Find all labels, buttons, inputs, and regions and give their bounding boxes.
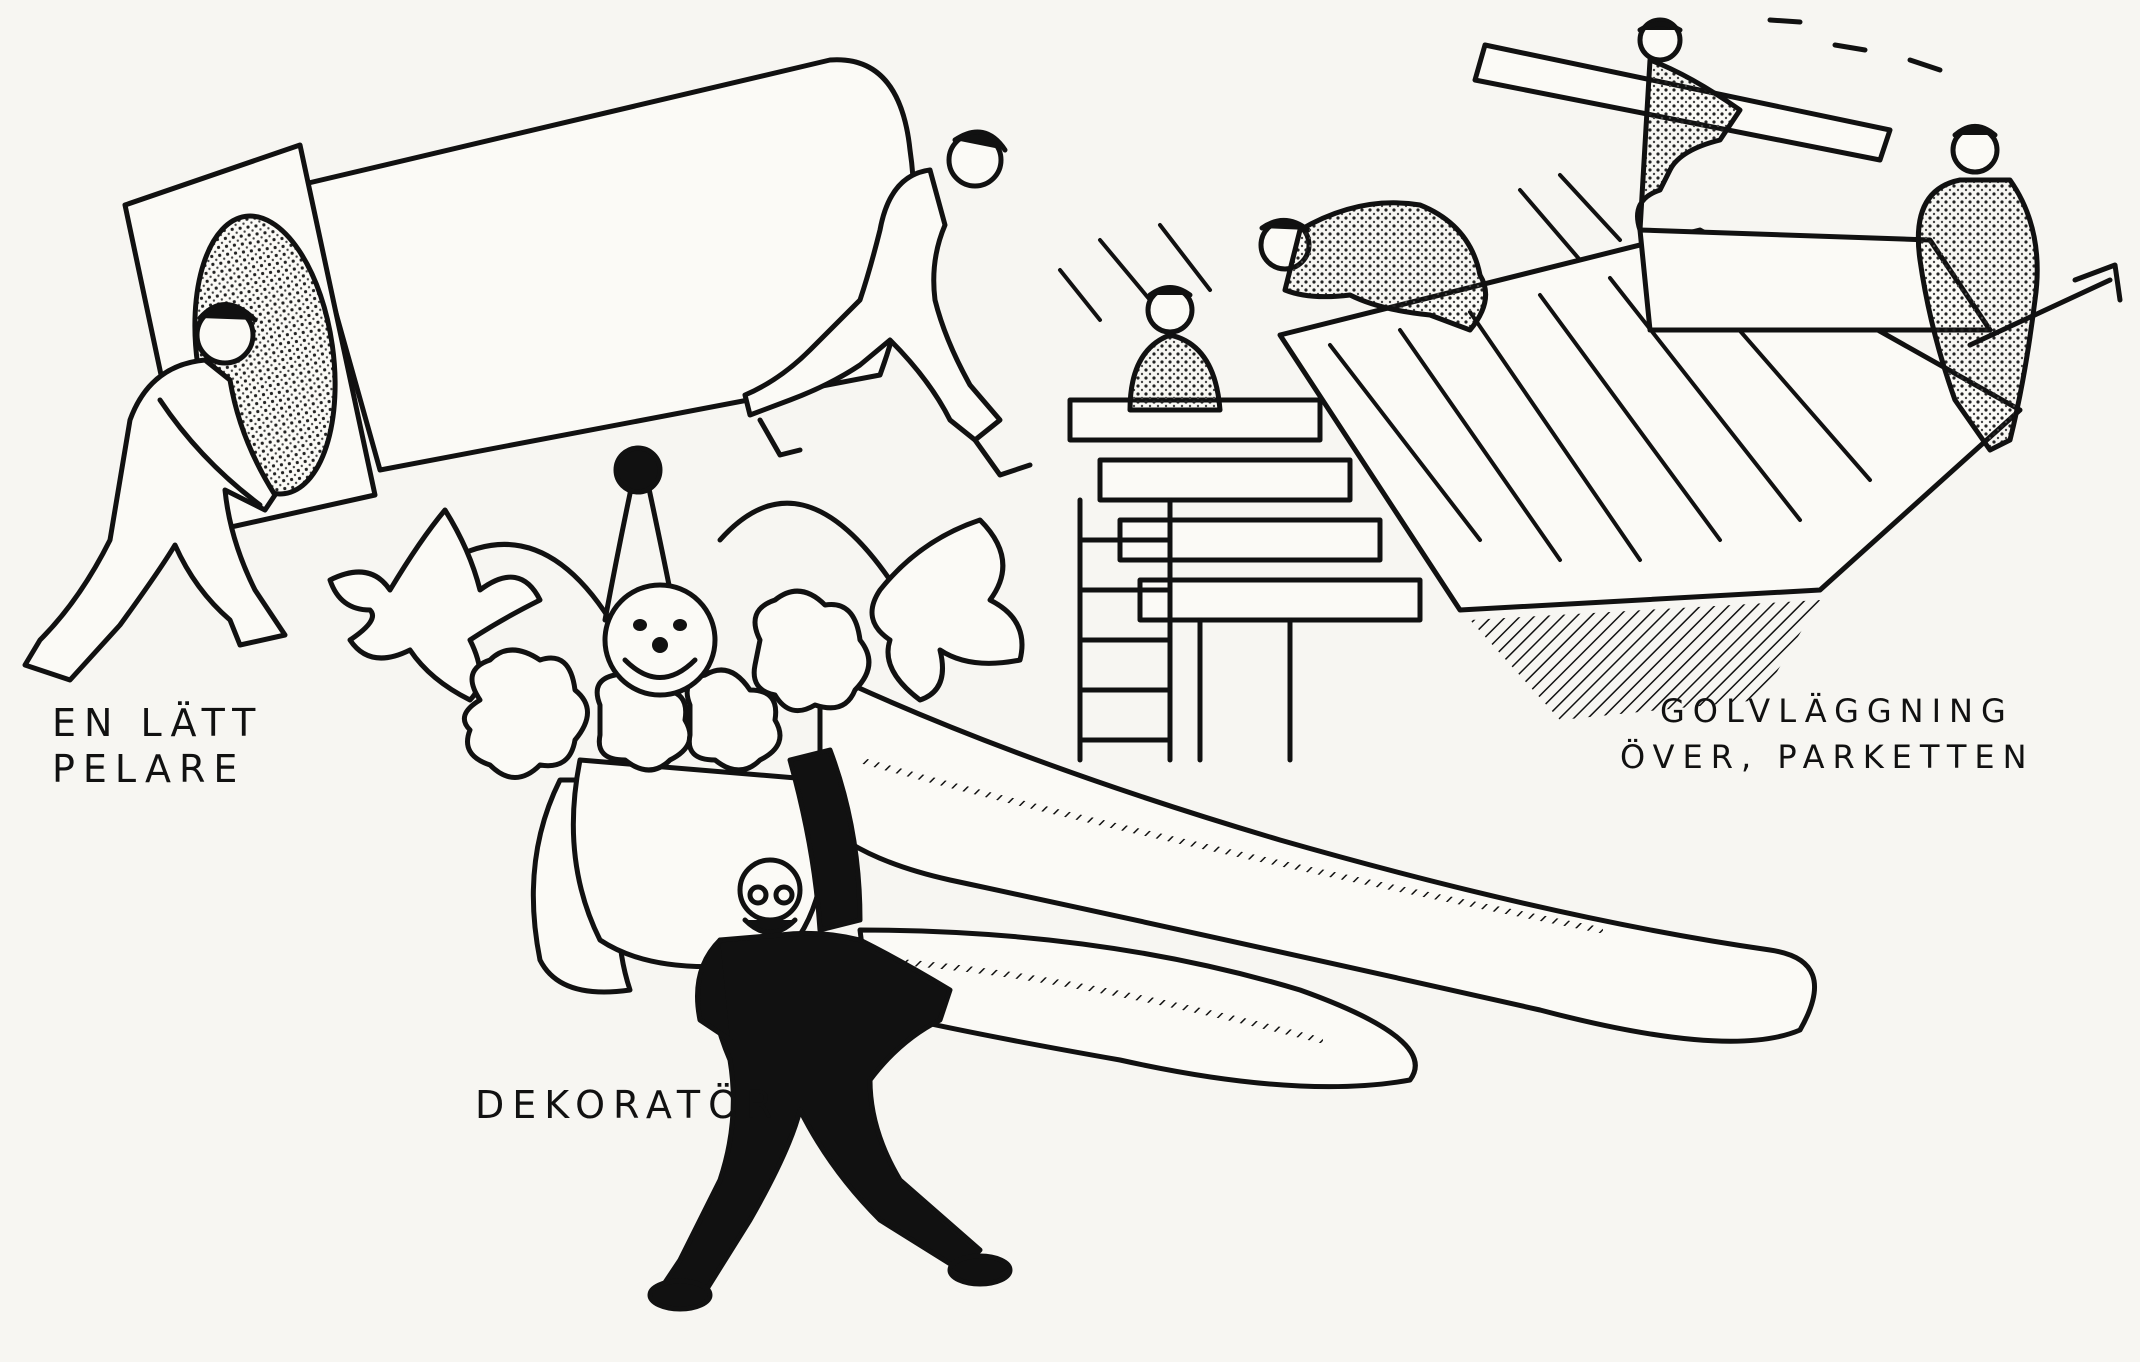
flower-left bbox=[327, 507, 543, 703]
rosettes bbox=[461, 588, 872, 780]
caption-floor-line2: ÖVER, PARKETTEN bbox=[1620, 738, 2035, 776]
pompom bbox=[613, 445, 663, 495]
pillar-cylinder bbox=[297, 57, 917, 473]
right-carrier bbox=[742, 129, 1033, 478]
caption-decorator-text: DEKORATÖR bbox=[475, 1083, 781, 1127]
clown-face bbox=[602, 582, 718, 698]
caption-decorator: DEKORATÖR bbox=[475, 1082, 780, 1128]
decorator-man bbox=[647, 747, 1013, 1312]
pillar-group bbox=[22, 57, 1033, 683]
left-carrier bbox=[22, 302, 288, 683]
ribbon-upper bbox=[817, 667, 1817, 1044]
floor-group bbox=[1058, 17, 2123, 763]
seated-worker bbox=[1127, 285, 1223, 413]
caption-pillar: EN LÄTT PELARE bbox=[52, 700, 263, 792]
ribbon-lower bbox=[857, 927, 1418, 1090]
caption-pillar-line1: EN LÄTT bbox=[52, 701, 264, 745]
ladder bbox=[1077, 497, 1173, 763]
caption-pillar-line2: PELARE bbox=[52, 747, 246, 791]
caption-floor: GOLVLÄGGNING ÖVER, PARKETTEN bbox=[1620, 688, 2035, 780]
decorator-group bbox=[327, 445, 1817, 1312]
flower-right bbox=[869, 517, 1025, 703]
floor-shadow bbox=[1470, 600, 1820, 720]
caption-floor-line1: GOLVLÄGGNING bbox=[1660, 692, 2014, 730]
kneeling-worker bbox=[1258, 200, 1489, 333]
plank-carriers bbox=[1472, 17, 2123, 453]
